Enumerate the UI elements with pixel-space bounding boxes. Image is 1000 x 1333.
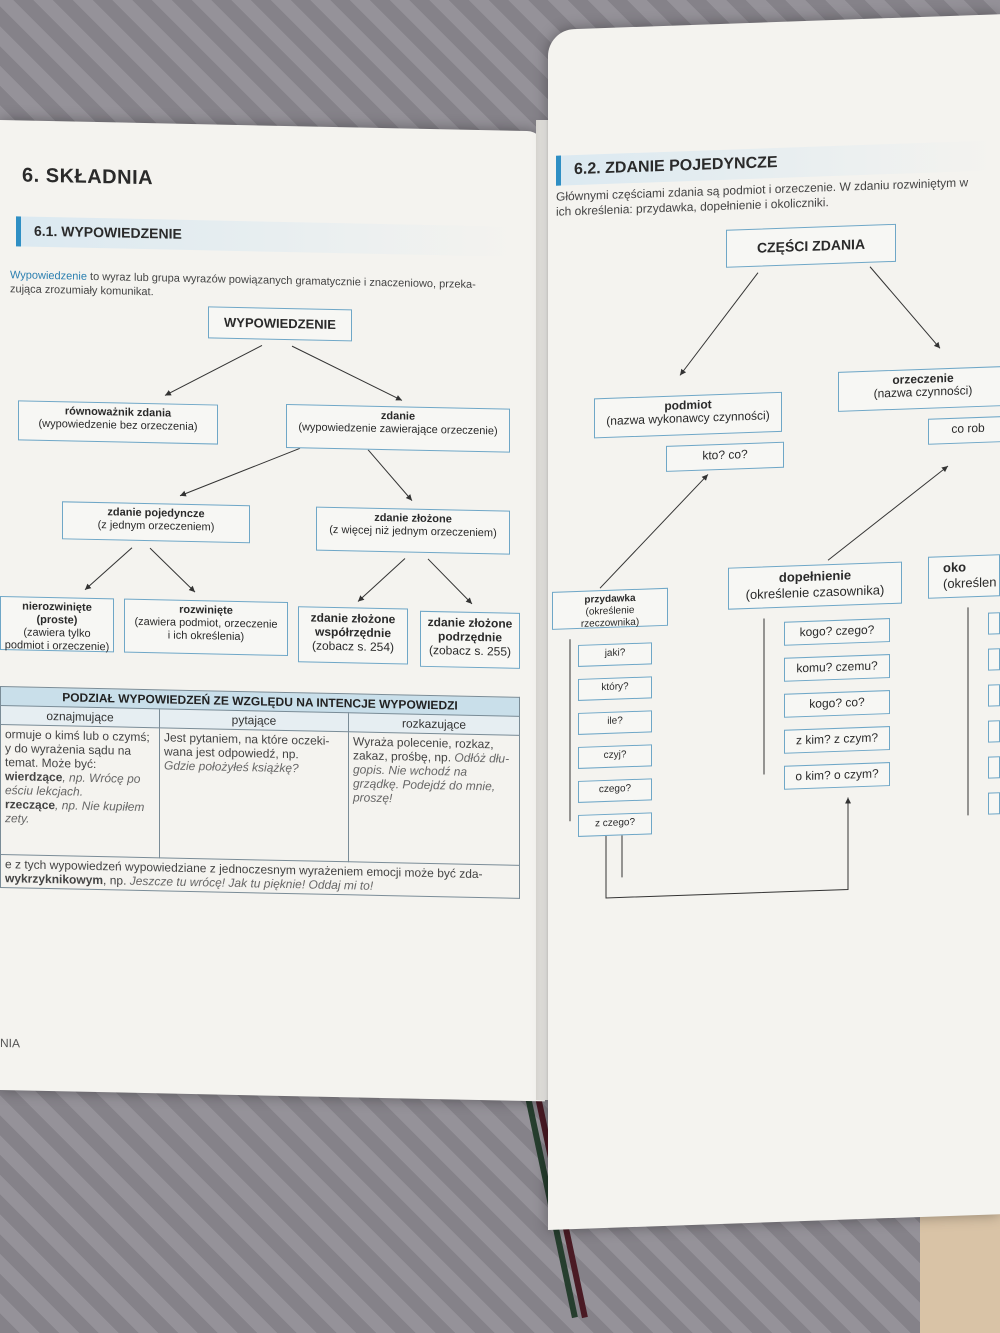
oznajmujace-example-2b: zety.	[5, 811, 30, 826]
zdanie-pojedyncze-box: zdanie pojedyncze (z jednym orzeczeniem)	[62, 501, 250, 544]
zlozone-desc: (z więcej niż jednym orzeczeniem)	[329, 523, 497, 540]
intent-table: PODZIAŁ WYPOWIEDZEŃ ZE WZGLĘDU NA INTENC…	[0, 686, 520, 899]
pojedyncze-title: zdanie pojedyncze	[107, 506, 205, 521]
oznajmujace-item-2: rzeczące	[5, 797, 56, 813]
zdanie-zlozone-box: zdanie złożone (z więcej niż jednym orze…	[316, 506, 510, 555]
okolicznik-q-4	[988, 720, 1000, 743]
right-page: 6.2. ZDANIE POJEDYNCZE Głównymi częściam…	[548, 14, 1000, 1230]
zdanie-box: zdanie (wypowiedzenie zawierające orzecz…	[286, 403, 510, 453]
left-page: 6. SKŁADNIA 6.1. WYPOWIEDZENIE Wypowiedz…	[0, 120, 545, 1102]
nierozwiniete-box: nierozwinięte (proste) (zawiera tylko po…	[0, 596, 114, 654]
okolicznik-q-6	[988, 792, 1000, 815]
rozwiniete-title: rozwinięte	[179, 603, 233, 617]
oznajmujace-example-2: , np. Nie kupiłem	[55, 798, 145, 815]
footer-text-2: , np.	[103, 873, 130, 888]
wypowiedzenie-root-box: WYPOWIEDZENIE	[208, 306, 352, 342]
okolicznik-q-3	[988, 684, 1000, 707]
running-footer: NIA	[0, 1036, 21, 1051]
okolicznik-q-5	[988, 756, 1000, 779]
cell-pytajace: Jest pytaniem, na które oczeki-wana jest…	[159, 727, 349, 862]
diagram-arrows-right	[569, 266, 949, 899]
rownowaznik-desc: (wypowiedzenie bez orzeczenia)	[38, 417, 198, 434]
zdanie-title: zdanie	[380, 409, 416, 423]
oznajmujace-text: ormuje o kimś lub o czymś; y do wyrażeni…	[5, 727, 150, 772]
okolicznik-q-2	[988, 648, 1000, 671]
okolicznik-q-1	[988, 612, 1000, 635]
wspolrzedne-ref: (zobacz s. 254)	[311, 638, 395, 655]
footer-bold: wykrzyknikowym	[5, 871, 104, 888]
pojedyncze-desc: (z jednym orzeczeniem)	[97, 519, 215, 534]
pytajace-example: Gdzie położyłeś książkę?	[164, 758, 299, 776]
rozwiniete-box: rozwinięte (zawiera podmiot, orzeczenie …	[124, 598, 288, 657]
rozwiniete-desc-1: (zawiera podmiot, orzeczenie	[134, 615, 278, 631]
zdanie-desc: (wypowiedzenie zawierające orzeczenie)	[298, 421, 498, 438]
cell-rozkazujace: Wyraża polecenie, rozkaz, zakaz, prośbę,…	[348, 731, 520, 866]
nierozwiniete-desc-1: (zawiera tylko	[23, 626, 91, 640]
rownowaznik-title: równoważnik zdania	[64, 405, 172, 420]
floor-tile	[920, 1213, 1000, 1333]
podrzedne-title-2: podrzędnie	[437, 629, 502, 645]
wspolrzedne-box: zdanie złożone współrzędnie (zobacz s. 2…	[298, 606, 408, 665]
diagram-arrows-left	[84, 345, 473, 605]
zlozone-title: zdanie złożone	[374, 511, 452, 526]
podrzedne-ref: (zobacz s. 255)	[428, 642, 512, 659]
pytajace-text: Jest pytaniem, na które oczeki-wana jest…	[164, 730, 330, 762]
cell-oznajmujace: ormuje o kimś lub o czymś; y do wyrażeni…	[0, 724, 160, 858]
okolicznik-bracket	[967, 607, 969, 816]
nierozwiniete-title: nierozwinięte (proste)	[22, 600, 92, 627]
oznajmujace-item-1: wierdzące	[5, 769, 63, 785]
nierozwiniete-desc-2: podmiot i orzeczenie)	[4, 639, 110, 654]
podrzedne-box: zdanie złożone podrzędnie (zobacz s. 255…	[420, 610, 520, 669]
rownowaznik-box: równoważnik zdania (wypowiedzenie bez or…	[18, 400, 218, 445]
rozwiniete-desc-2: i ich określenia)	[167, 629, 245, 644]
